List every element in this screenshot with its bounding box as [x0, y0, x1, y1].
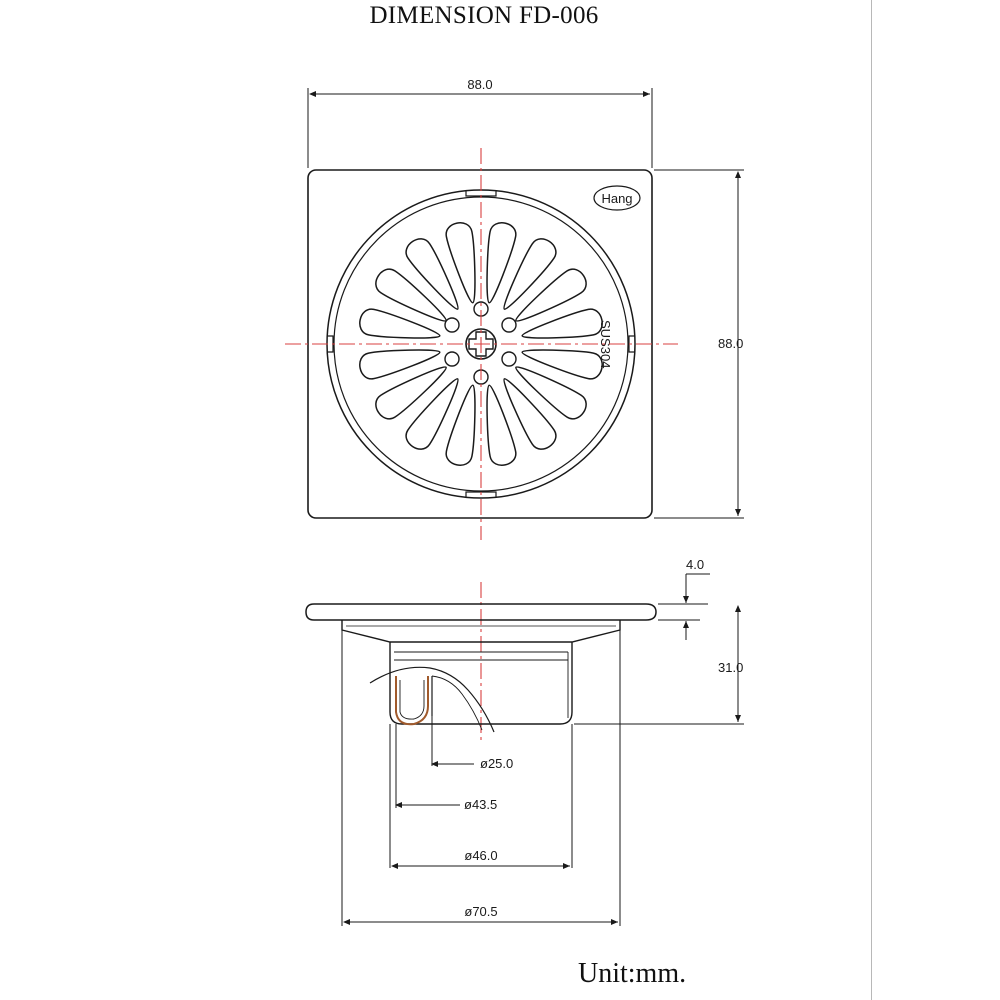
body-depth-dimension [574, 605, 744, 725]
sheet-border [871, 0, 872, 1000]
flange-thickness-label: 4.0 [686, 557, 704, 572]
petal-slot [486, 384, 517, 466]
petal-slot [375, 268, 447, 322]
petal-slot [521, 349, 603, 380]
inner-cup [389, 642, 573, 725]
flange-plate [305, 603, 657, 621]
hang-logo: Hang [593, 185, 641, 211]
dia-70-5-label: ø70.5 [464, 904, 497, 919]
top-center-lines [285, 148, 678, 540]
grate-petal-slots [359, 222, 603, 466]
trap-seal-section [395, 676, 429, 726]
petal-slot [521, 308, 603, 339]
dia-43-5-label: ø43.5 [464, 797, 497, 812]
petal-slot [515, 366, 587, 420]
dia-25-label: ø25.0 [480, 756, 513, 771]
petal-slot [515, 268, 587, 322]
petal-slot [359, 308, 441, 339]
petal-slot [503, 238, 557, 310]
top-width-label: 88.0 [467, 77, 492, 92]
top-view: Hang SUS304 88.0 88.0 [285, 77, 744, 540]
petal-slot [375, 366, 447, 420]
petal-slot [405, 238, 459, 310]
unit-label: Unit:mm. [578, 958, 687, 989]
petal-slot [359, 349, 441, 380]
petal-slot [445, 222, 476, 304]
body-shoulder [341, 620, 621, 643]
petal-slot [503, 378, 557, 450]
petal-slot [445, 384, 476, 466]
material-mark: SUS304 [598, 320, 613, 368]
flow-curve [369, 666, 495, 733]
top-height-label: 88.0 [718, 336, 743, 351]
side-view: ø25.0 ø43.5 ø46.0 ø70.5 4.0 31 [305, 557, 744, 926]
top-height-dimension [654, 169, 744, 519]
petal-slot [405, 378, 459, 450]
petal-slot [486, 222, 517, 304]
flange-thickness-dimension [658, 573, 710, 640]
top-width-dimension [307, 88, 653, 168]
drawing-title: DIMENSION FD-006 [369, 2, 599, 29]
hang-logo-text: Hang [601, 191, 632, 206]
outer-body-extension-lines [341, 630, 621, 926]
body-depth-label: 31.0 [718, 660, 743, 675]
dia-46-label: ø46.0 [464, 848, 497, 863]
